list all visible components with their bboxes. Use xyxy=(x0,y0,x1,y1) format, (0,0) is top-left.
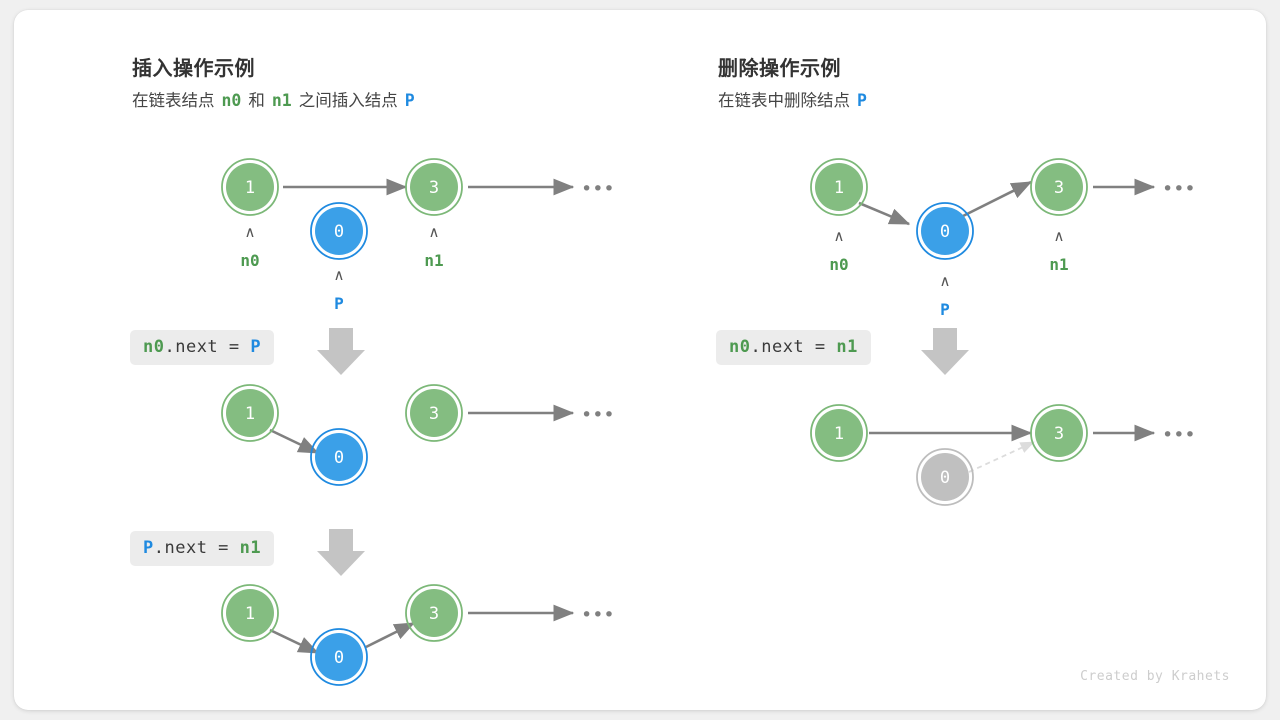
node-1: 1 xyxy=(221,584,279,642)
node-n0: 1 xyxy=(810,158,868,216)
caret-icon-n1: ∧ xyxy=(1054,227,1065,245)
insert-panel-subtitle: 在链表结点 n0 和 n1 之间插入结点 P xyxy=(132,90,415,112)
pointer-label-p: P xyxy=(334,294,344,313)
node-p: 0 xyxy=(916,202,974,260)
node-value: 1 xyxy=(834,424,844,444)
node-1: 1 xyxy=(810,404,868,462)
arrow-p-to-n1 xyxy=(956,180,1033,221)
arrow-n0-to-p xyxy=(858,201,911,226)
subtitle-text-1: 在链表中删除结点 xyxy=(718,92,850,110)
arrow-n0-to-p xyxy=(269,428,320,455)
subtitle-code-n1: n1 xyxy=(271,91,292,110)
node-3: 3 xyxy=(405,584,463,642)
delete-row-after: ••• 1 0 3 xyxy=(810,404,1196,506)
insert-diagram-svg: ••• 1 ∧ n0 0 ∧ P xyxy=(221,158,615,686)
subtitle-text-3: 之间插入结点 xyxy=(298,92,398,110)
ellipsis-row1: ••• xyxy=(1162,178,1196,200)
node-value: 0 xyxy=(334,648,344,668)
subtitle-code-p: P xyxy=(857,91,867,110)
node-value: 0 xyxy=(334,222,344,242)
ellipsis-row3: ••• xyxy=(581,604,615,626)
delete-diagram-svg: ••• 1 ∧ n0 0 ∧ P 3 xyxy=(810,158,1196,506)
code-mid-1: .next = xyxy=(164,337,251,357)
down-arrow-step-1 xyxy=(921,328,969,375)
arrow-p-to-n1 xyxy=(365,621,416,649)
node-n1: 3 xyxy=(1030,158,1088,216)
ellipsis-row1: ••• xyxy=(581,178,615,200)
ellipsis-row2: ••• xyxy=(581,404,615,426)
node-n0: 1 xyxy=(221,158,279,216)
node-p: 0 xyxy=(310,202,368,260)
code-var-p: P xyxy=(250,337,262,357)
caret-icon-n0: ∧ xyxy=(834,227,845,245)
node-3: 3 xyxy=(405,384,463,442)
node-value: 3 xyxy=(1054,424,1064,444)
code-step-1: n0.next = P xyxy=(130,330,275,365)
subtitle-text-2: 和 xyxy=(248,92,265,110)
insert-panel-title: 插入操作示例 xyxy=(132,58,255,80)
node-value: 3 xyxy=(429,604,439,624)
pointer-label-n1: n1 xyxy=(424,251,443,270)
node-1: 1 xyxy=(221,384,279,442)
code-var-n1: n1 xyxy=(239,538,262,558)
node-value: 3 xyxy=(429,404,439,424)
node-value: 3 xyxy=(429,178,439,198)
ellipsis-row2: ••• xyxy=(1162,424,1196,446)
caret-icon-n0: ∧ xyxy=(245,223,256,241)
code-var-n0: n0 xyxy=(729,337,751,357)
node-3: 3 xyxy=(1030,404,1088,462)
subtitle-text-1: 在链表结点 xyxy=(132,92,215,110)
insert-row-initial: ••• 1 ∧ n0 0 ∧ P xyxy=(221,158,615,313)
arrow-deleted-dashed xyxy=(968,441,1035,473)
delete-row-initial: ••• 1 ∧ n0 0 ∧ P 3 xyxy=(810,158,1196,319)
code-var-n0: n0 xyxy=(143,337,165,357)
pointer-label-n1: n1 xyxy=(1049,255,1068,274)
node-n1: 3 xyxy=(405,158,463,216)
insert-row-after-step2: ••• 1 0 3 xyxy=(221,584,615,686)
watermark: Created by Krahets xyxy=(1080,669,1230,684)
delete-panel-subtitle: 在链表中删除结点 P xyxy=(718,90,867,112)
insert-row-after-step1: ••• 1 0 3 xyxy=(221,384,615,486)
arrow-n0-to-p xyxy=(269,628,320,655)
pointer-label-p: P xyxy=(940,300,950,319)
delete-panel-title: 删除操作示例 xyxy=(718,58,841,80)
node-value: 3 xyxy=(1054,178,1064,198)
pointer-label-n0: n0 xyxy=(240,251,259,270)
pointer-label-n0: n0 xyxy=(829,255,848,274)
node-value: 1 xyxy=(245,404,255,424)
subtitle-code-n0: n0 xyxy=(221,91,242,110)
code-var-p-2: P xyxy=(143,538,154,558)
node-value: 0 xyxy=(940,468,950,488)
code-mid-2: .next = xyxy=(153,538,240,558)
down-arrow-step-2 xyxy=(317,529,365,576)
node-value: 0 xyxy=(940,222,950,242)
caret-icon-p: ∧ xyxy=(940,272,951,290)
code-step-2: P.next = n1 xyxy=(130,531,275,566)
node-value: 1 xyxy=(245,178,255,198)
node-value: 1 xyxy=(834,178,844,198)
caret-icon-n1: ∧ xyxy=(429,223,440,241)
node-value: 0 xyxy=(334,448,344,468)
down-arrow-step-1 xyxy=(317,328,365,375)
node-value: 1 xyxy=(245,604,255,624)
node-0: 0 xyxy=(310,628,368,686)
caret-icon-p: ∧ xyxy=(334,266,345,284)
code-step-1: n0.next = n1 xyxy=(716,330,871,365)
node-deleted: 0 xyxy=(916,448,974,506)
code-var-n1: n1 xyxy=(836,337,858,357)
node-0: 0 xyxy=(310,428,368,486)
subtitle-code-p: P xyxy=(404,91,415,110)
code-mid-1: .next = xyxy=(750,337,837,357)
